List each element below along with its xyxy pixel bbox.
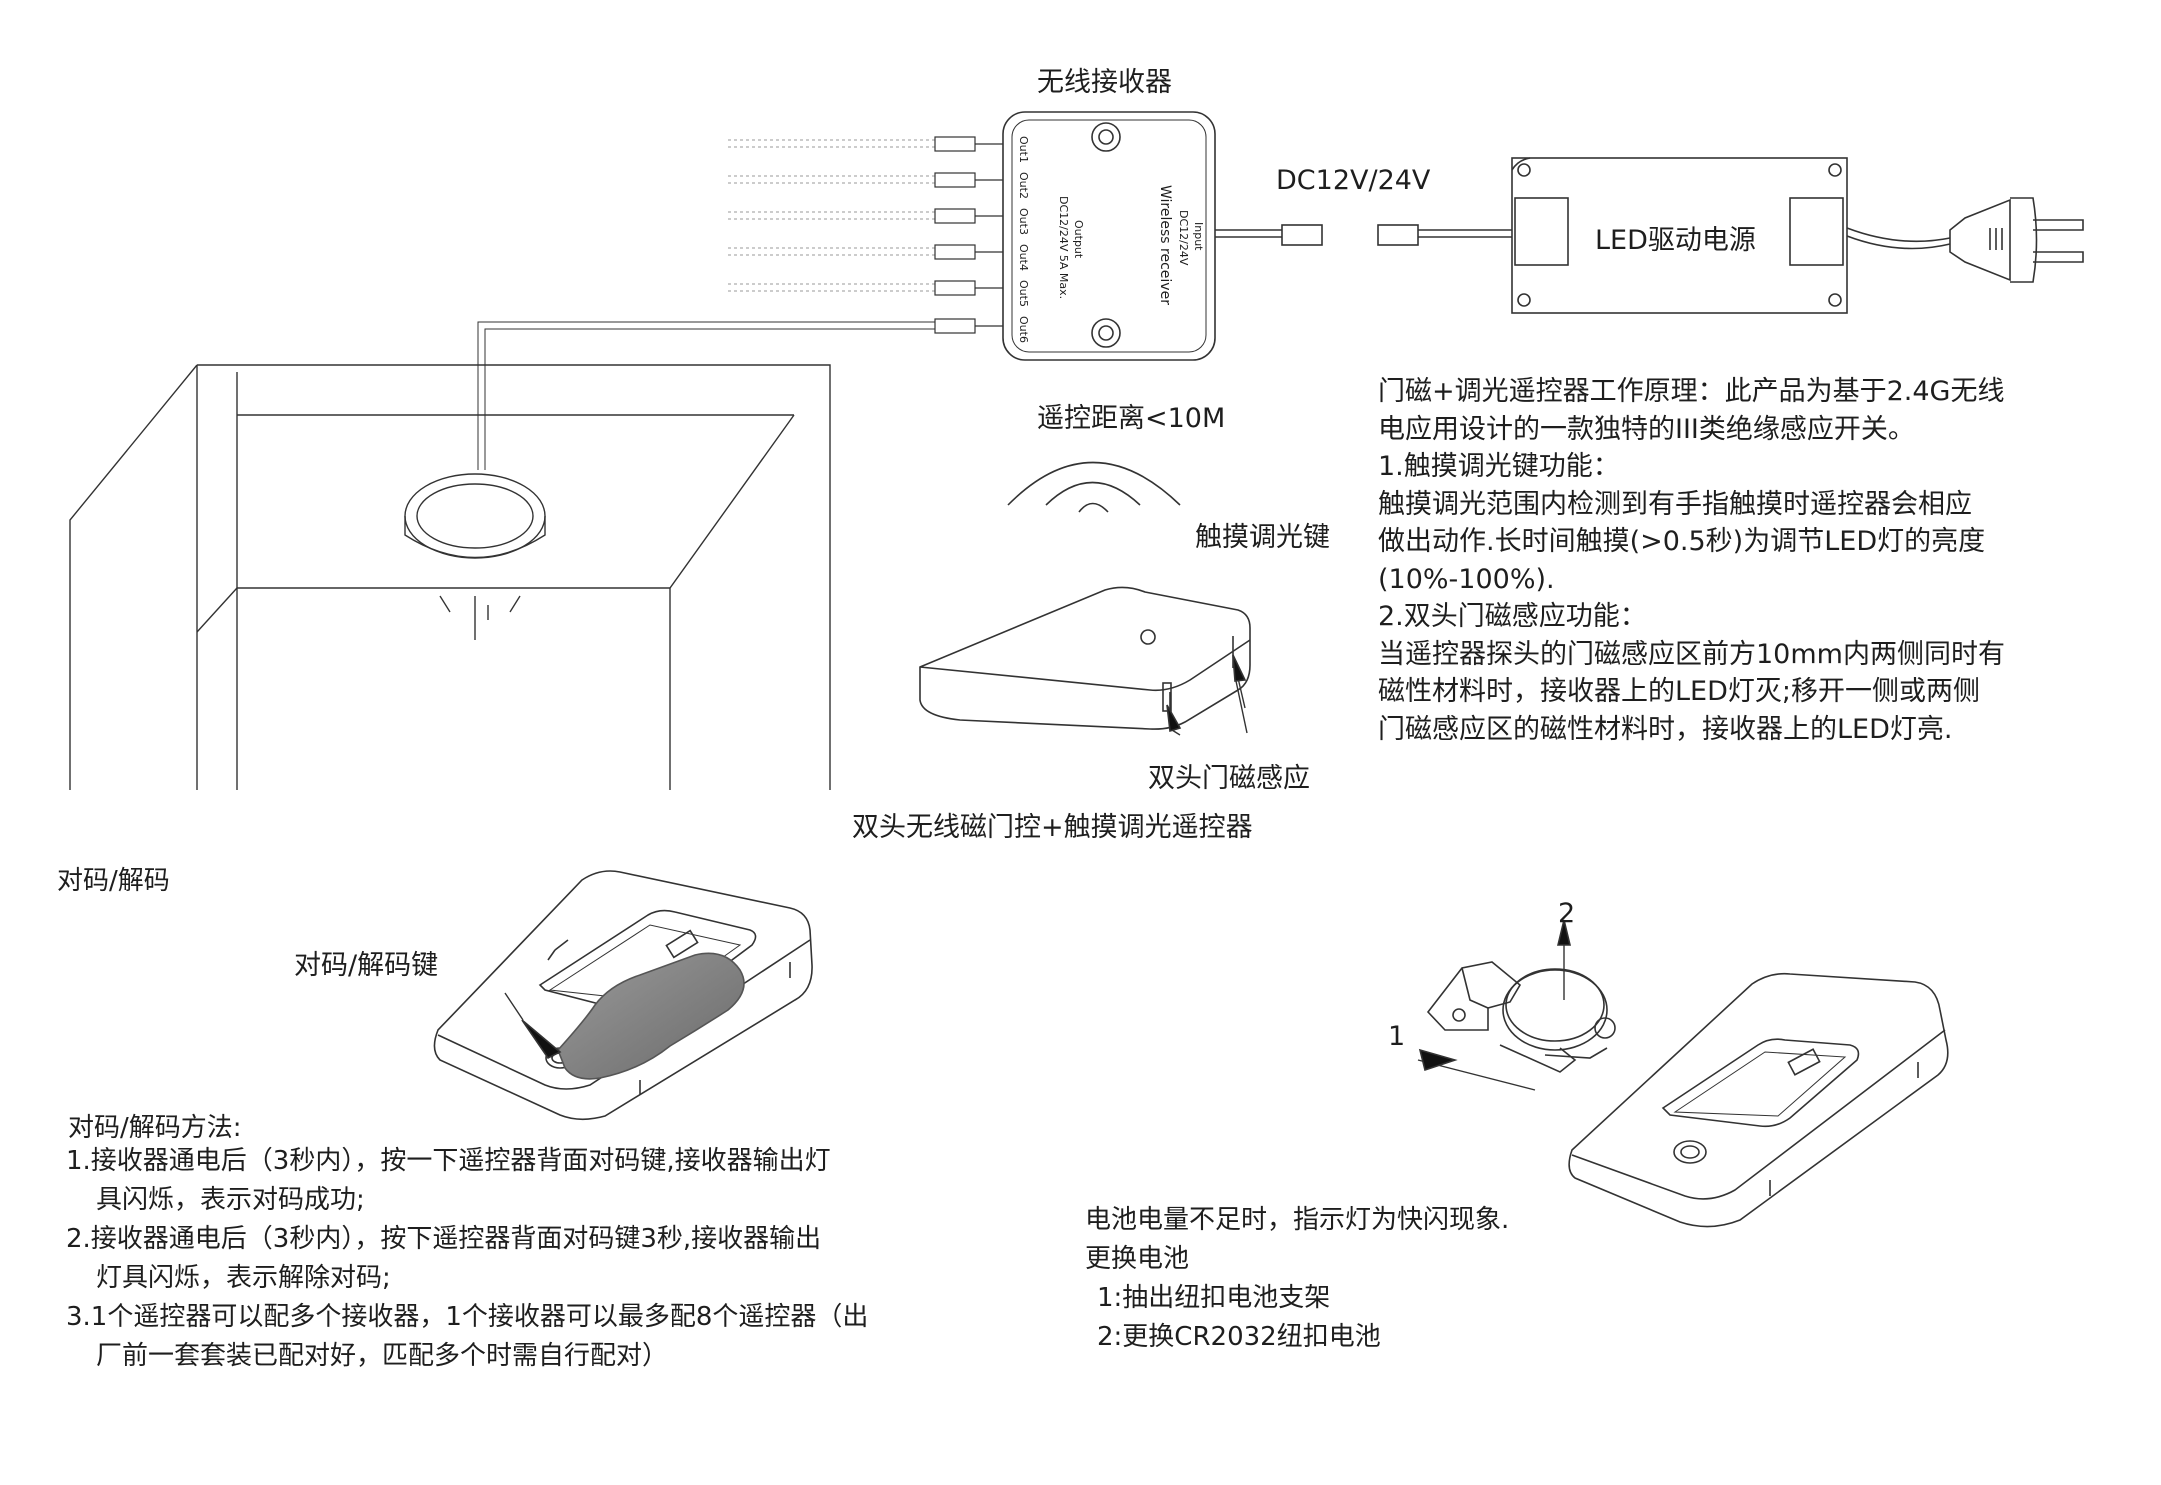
battery-remote-drawing bbox=[1568, 972, 1949, 1228]
receiver-title: 无线接收器 bbox=[1037, 67, 1172, 98]
receiver-output-label: Output bbox=[1072, 220, 1085, 259]
voltage-label: DC12V/24V bbox=[1276, 165, 1431, 196]
receiver-output-spec: DC12/24V 5A Max. bbox=[1057, 196, 1070, 300]
principle-line: 电应用设计的一款独特的III类绝缘感应开关。 bbox=[1378, 413, 1915, 445]
principle-line: (10%-100%). bbox=[1378, 563, 1555, 595]
pairing-line: 具闪烁，表示对码成功; bbox=[96, 1185, 365, 1215]
pairing-key-label: 对码/解码键 bbox=[294, 950, 439, 981]
receiver-out3: Out3 bbox=[1017, 208, 1030, 235]
pairing-line: 1.接收器通电后（3秒内），按一下遥控器背面对码键,接收器输出灯 bbox=[66, 1146, 831, 1176]
principle-line: 做出动作.长时间触摸(>0.5秒)为调节LED灯的亮度 bbox=[1378, 526, 1986, 557]
touch-dimmer-label: 触摸调光键 bbox=[1195, 522, 1330, 553]
battery-step2-marker: 2 bbox=[1558, 898, 1576, 929]
principle-line: 触摸调光范围内检测到有手指触摸时遥控器会相应 bbox=[1378, 488, 1972, 520]
pairing-line: 3.1个遥控器可以配多个接收器，1个接收器可以最多配8个遥控器（出 bbox=[66, 1302, 869, 1332]
pairing-method-text: 1.接收器通电后（3秒内），按一下遥控器背面对码键,接收器输出灯 具闪烁，表示对… bbox=[66, 1142, 868, 1376]
receiver-input-spec: DC12/24V bbox=[1177, 210, 1190, 266]
principle-line: 当遥控器探头的门磁感应区前方10mm内两侧同时有 bbox=[1378, 638, 2005, 670]
receiver-out4: Out4 bbox=[1017, 244, 1030, 271]
principle-line: 门磁感应区的磁性材料时，接收器上的LED灯亮. bbox=[1378, 713, 1953, 745]
battery-holder-drawing bbox=[1417, 919, 1616, 1091]
door-sensor-label: 双头门磁感应 bbox=[1148, 763, 1310, 794]
receiver-out5: Out5 bbox=[1017, 280, 1030, 307]
principle-line: 磁性材料时，接收器上的LED灯灭;移开一侧或两侧 bbox=[1378, 676, 1980, 707]
battery-replace-title: 更换电池 bbox=[1085, 1244, 1190, 1274]
battery-instructions: 电池电量不足时，指示灯为快闪现象. 更换电池 1:抽出纽扣电池支架 2:更换CR… bbox=[1085, 1201, 1509, 1357]
pairing-remote-drawing bbox=[433, 870, 813, 1121]
remote-controller-drawing bbox=[919, 586, 1251, 736]
pairing-heading: 对码/解码 bbox=[57, 866, 170, 896]
battery-step: 2:更换CR2032纽扣电池 bbox=[1097, 1322, 1381, 1352]
receiver-out1: Out1 bbox=[1017, 136, 1030, 163]
principle-line: 2.双头门磁感应功能： bbox=[1378, 601, 1647, 632]
battery-step: 1:抽出纽扣电池支架 bbox=[1097, 1283, 1331, 1313]
working-principle-text: 门磁+调光遥控器工作原理：此产品为基于2.4G无线 电应用设计的一款独特的III… bbox=[1378, 373, 2005, 748]
remote-caption: 双头无线磁门控+触摸调光遥控器 bbox=[852, 812, 1253, 843]
receiver-name: Wireless receiver bbox=[1157, 185, 1173, 305]
pairing-line: 2.接收器通电后（3秒内），按下遥控器背面对码键3秒,接收器输出 bbox=[66, 1224, 822, 1254]
led-driver-label: LED驱动电源 bbox=[1595, 225, 1756, 256]
principle-line: 门磁+调光遥控器工作原理：此产品为基于2.4G无线 bbox=[1378, 376, 2005, 407]
battery-step1-marker: 1 bbox=[1388, 1021, 1406, 1052]
pairing-line: 厂前一套套装已配对好，匹配多个时需自行配对） bbox=[96, 1341, 669, 1371]
receiver-input-label: Input bbox=[1192, 222, 1205, 251]
led-driver-drawing bbox=[1511, 157, 2084, 314]
wireless-signal-waves bbox=[1007, 461, 1181, 513]
battery-notice: 电池电量不足时，指示灯为快闪现象. bbox=[1085, 1205, 1510, 1235]
pairing-method-title: 对码/解码方法: bbox=[68, 1113, 242, 1143]
pairing-line: 灯具闪烁，表示解除对码; bbox=[96, 1263, 391, 1293]
remote-distance-label: 遥控距离<10M bbox=[1037, 403, 1226, 434]
receiver-out2: Out2 bbox=[1017, 172, 1030, 199]
receiver-out6: Out6 bbox=[1017, 316, 1030, 343]
cabinet-drawing bbox=[69, 364, 831, 790]
principle-line: 1.触摸调光键功能： bbox=[1378, 451, 1620, 482]
wireless-receiver-drawing bbox=[477, 111, 1512, 470]
